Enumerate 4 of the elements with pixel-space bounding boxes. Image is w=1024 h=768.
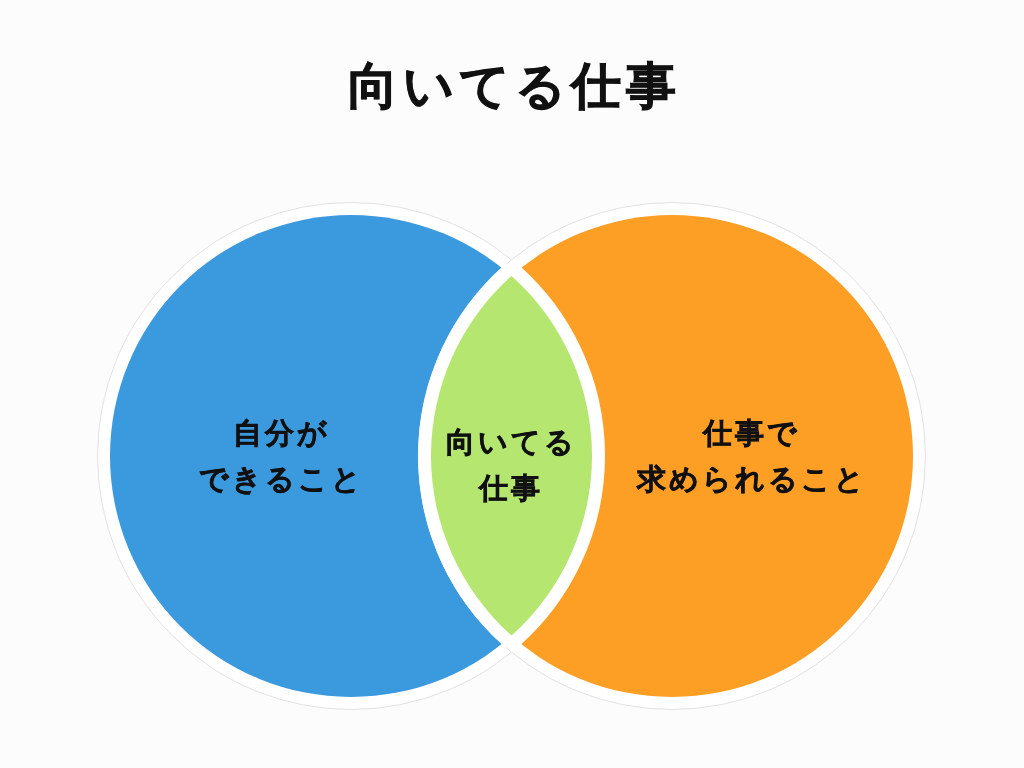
title: 向いてる仕事 bbox=[347, 56, 681, 116]
overlap-label: 向いてる仕事 bbox=[444, 424, 578, 507]
circle-label: 仕事で求められること bbox=[636, 415, 868, 498]
circle-label: 自分ができること bbox=[197, 415, 365, 498]
